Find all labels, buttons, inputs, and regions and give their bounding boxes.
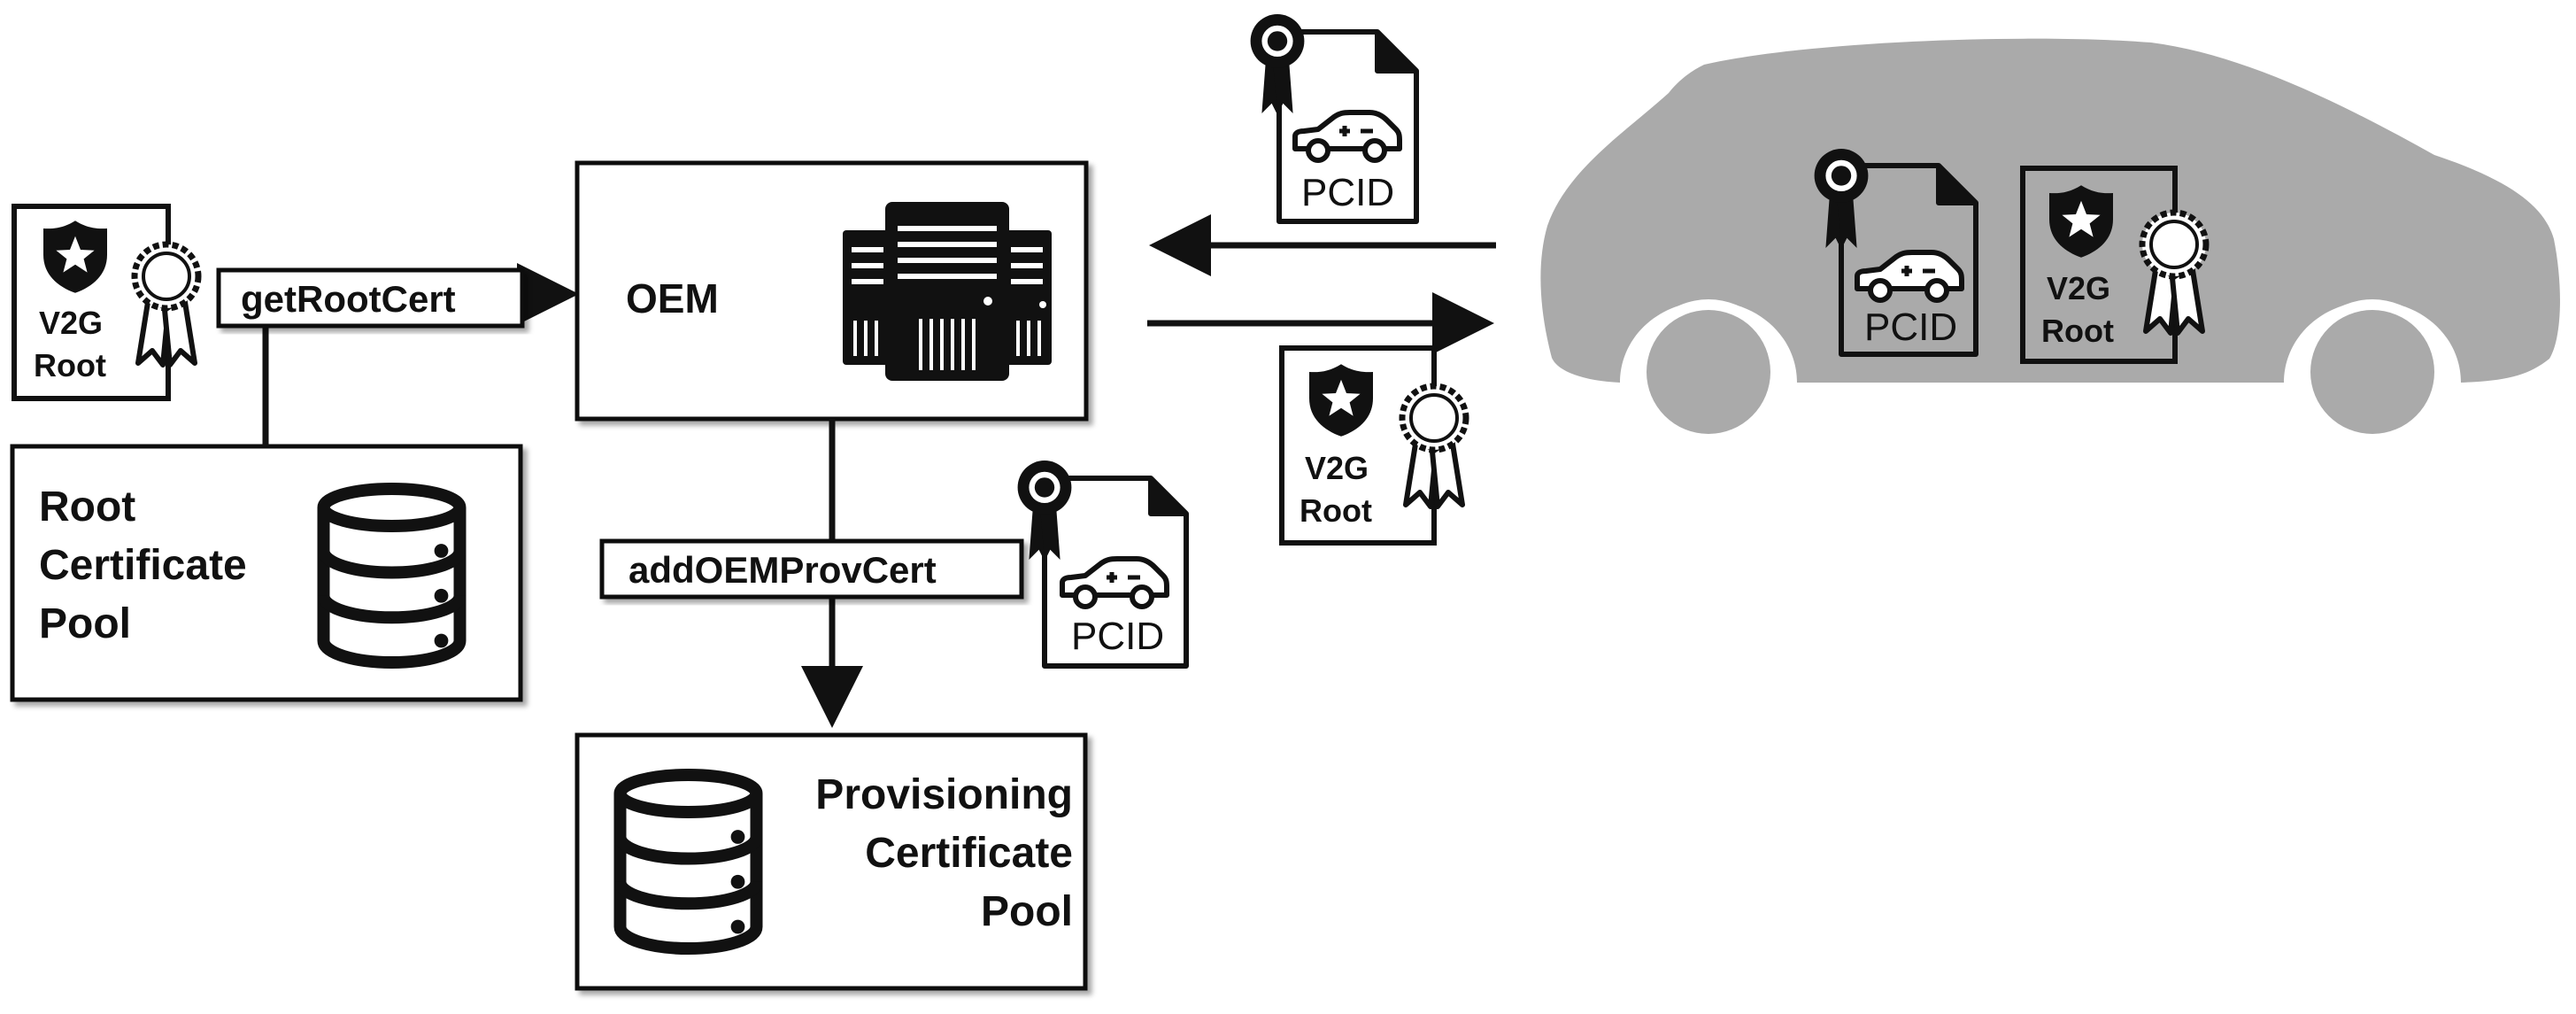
root-certificate-below-arrow bbox=[1279, 345, 1466, 546]
get-root-cert-box bbox=[216, 267, 525, 329]
oem-box bbox=[575, 160, 1089, 422]
root-certificate-left bbox=[12, 204, 198, 401]
add-oem-prov-cert-box bbox=[599, 538, 1024, 600]
provisioning-pool-line1: Provisioning bbox=[815, 771, 1073, 818]
root-pool-line3: Pool bbox=[39, 600, 131, 647]
provisioning-pool-line2: Certificate bbox=[865, 830, 1073, 877]
pcid-top-label: PCID bbox=[1301, 171, 1395, 214]
root-pool-line2: Certificate bbox=[39, 542, 247, 589]
add-oem-prov-cert-label: addOEMProvCert bbox=[629, 549, 937, 591]
root-cert-below-arrow-line2: Root bbox=[1300, 492, 1372, 529]
pcid-certificate-middle bbox=[1015, 459, 1189, 669]
root-cert-left-line2: Root bbox=[34, 347, 106, 383]
vehicle-root-cert-line2: Root bbox=[2041, 313, 2114, 349]
vehicle-pcid-label: PCID bbox=[1864, 306, 1958, 349]
provisioning-certificate-pool bbox=[575, 732, 1088, 991]
provisioning-pool-line3: Pool bbox=[981, 888, 1073, 935]
vehicle-pcid-certificate bbox=[1813, 147, 1978, 357]
oem-label: OEM bbox=[626, 275, 719, 321]
root-cert-below-arrow-line1: V2G bbox=[1305, 450, 1369, 486]
pcid-certificate-top bbox=[1248, 12, 1419, 224]
server-icon bbox=[843, 202, 1052, 381]
pcid-middle-label: PCID bbox=[1071, 615, 1165, 658]
get-root-cert-label: getRootCert bbox=[241, 278, 456, 320]
vehicle-root-certificate bbox=[2020, 166, 2206, 364]
root-certificate-pool bbox=[10, 444, 523, 702]
root-cert-left-line1: V2G bbox=[39, 305, 104, 341]
root-pool-line1: Root bbox=[39, 484, 136, 530]
vehicle-root-cert-line1: V2G bbox=[2047, 270, 2111, 306]
